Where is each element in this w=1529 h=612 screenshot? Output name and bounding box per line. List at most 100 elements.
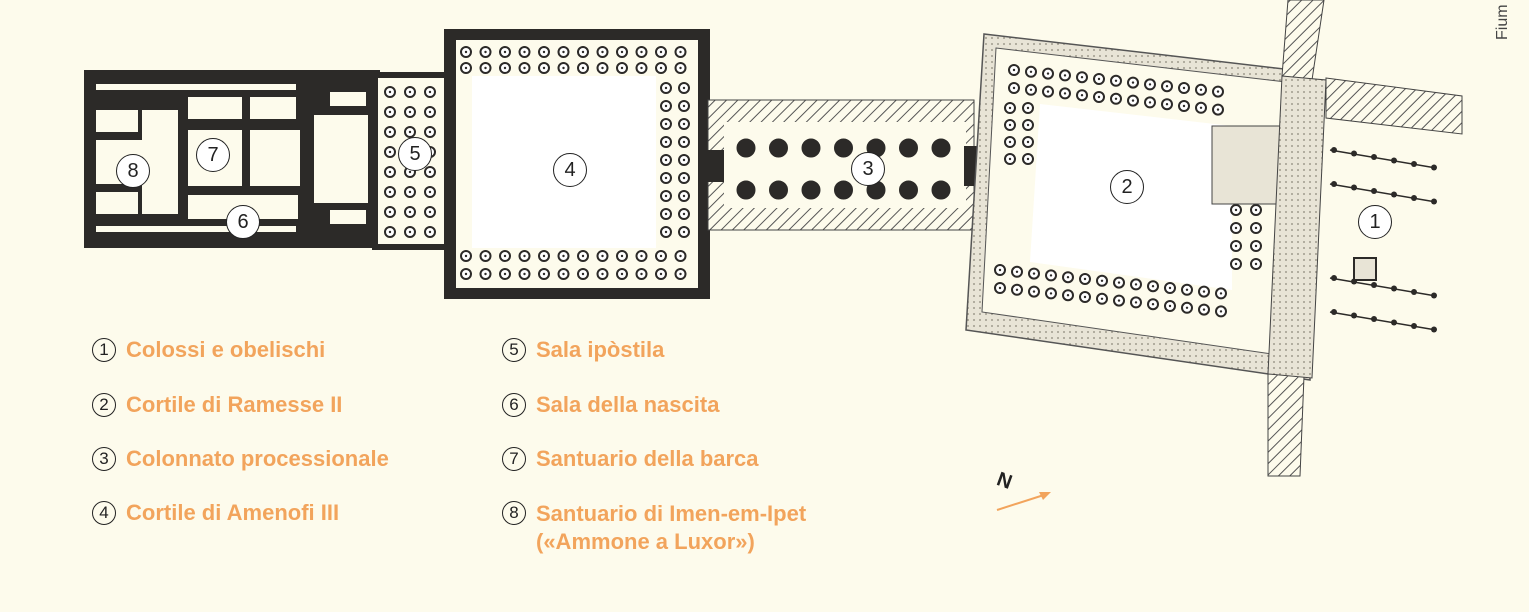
processional-colonnade xyxy=(698,99,994,231)
column-center xyxy=(1012,86,1016,90)
column-center xyxy=(1254,226,1258,230)
column-center xyxy=(1046,72,1050,75)
obelisk-marker xyxy=(1411,195,1417,201)
column-center xyxy=(1148,83,1152,86)
column-center xyxy=(1234,226,1238,230)
column-center xyxy=(1117,281,1121,284)
obelisk-marker xyxy=(1371,316,1377,322)
column-center xyxy=(581,50,585,54)
column-center xyxy=(523,254,526,258)
column-center xyxy=(620,50,624,54)
column-center xyxy=(601,66,604,70)
column-center xyxy=(664,122,668,126)
column-center xyxy=(408,110,412,114)
obelisk-row xyxy=(1329,183,1437,203)
column-center xyxy=(562,254,565,258)
legend-number: 7 xyxy=(502,447,526,471)
obelisk-row xyxy=(1329,277,1437,297)
column-center xyxy=(1015,270,1019,273)
column-center xyxy=(682,122,686,126)
column-center xyxy=(1008,157,1012,161)
column-center xyxy=(1131,99,1135,102)
column xyxy=(834,138,853,158)
obelisk-marker xyxy=(1391,319,1397,326)
column-center xyxy=(1185,306,1189,309)
legend-item-1: 1 Colossi e obelischi xyxy=(92,337,325,363)
column-center xyxy=(503,254,507,258)
column-center xyxy=(1012,68,1016,72)
column-center xyxy=(1083,277,1087,281)
legend-label: Santuario della barca xyxy=(536,446,759,471)
column-center xyxy=(1063,74,1067,77)
column-center xyxy=(620,272,624,276)
column-center xyxy=(1008,140,1012,144)
column-center xyxy=(1202,308,1206,311)
legend-label-secondary: («Ammone a Luxor») xyxy=(536,529,755,554)
obelisk-marker xyxy=(1331,147,1337,153)
column xyxy=(931,138,951,158)
column-center xyxy=(1083,295,1087,299)
plan-marker-5: 5 xyxy=(398,137,432,171)
legend-item-2: 2 Cortile di Ramesse II xyxy=(92,392,342,418)
column-center xyxy=(1026,157,1030,161)
column-center xyxy=(562,50,565,54)
obelisk-row xyxy=(1329,149,1437,169)
legend-number: 2 xyxy=(92,393,116,417)
column-center xyxy=(1080,94,1084,97)
column-center xyxy=(428,170,432,174)
colossi-obelisks xyxy=(1329,147,1437,333)
column-center xyxy=(640,272,643,276)
obelisk-marker xyxy=(1431,326,1437,333)
column-center xyxy=(1032,272,1036,275)
column-center xyxy=(1114,79,1118,83)
column-center xyxy=(523,272,526,276)
obelisk-row xyxy=(1329,311,1437,331)
obelisk-marker xyxy=(1431,164,1437,171)
column-center xyxy=(428,110,432,114)
column-center xyxy=(562,66,565,70)
column-center xyxy=(1026,123,1030,127)
column-center xyxy=(408,170,412,174)
legend-item-8: 8 Santuario di Imen-em-Ipet («Ammone a L… xyxy=(502,500,806,556)
legend-number: 4 xyxy=(92,501,116,525)
colossus-base xyxy=(1353,257,1377,281)
column-center xyxy=(484,50,487,54)
column xyxy=(801,180,821,200)
legend-label: Sala della nascita xyxy=(536,392,720,417)
column-center xyxy=(679,66,682,70)
column-center xyxy=(682,176,686,180)
column-center xyxy=(664,230,668,234)
column-center xyxy=(542,50,546,54)
column-center xyxy=(640,50,643,54)
column-center xyxy=(1100,279,1104,282)
column-center xyxy=(388,170,392,174)
column-center xyxy=(562,272,565,276)
legend-label: Santuario di Imen-em-Ipet xyxy=(536,501,807,526)
column-center xyxy=(388,110,392,114)
column-center xyxy=(388,90,392,94)
column-center xyxy=(1097,77,1101,81)
column-center xyxy=(1216,108,1220,111)
column-center xyxy=(1134,301,1138,304)
column-center xyxy=(1219,292,1223,295)
legend-label: Colonnato processionale xyxy=(126,446,389,471)
obelisk-marker xyxy=(1431,292,1437,299)
column-center xyxy=(1168,304,1172,308)
column-center xyxy=(408,130,412,134)
column-center xyxy=(523,50,526,54)
column-center xyxy=(542,272,546,276)
column-center xyxy=(503,272,507,276)
column-center xyxy=(1029,70,1033,74)
column xyxy=(834,180,853,200)
column-center xyxy=(679,272,682,276)
legend-number: 8 xyxy=(502,501,526,525)
column-center xyxy=(1049,292,1053,295)
column-center xyxy=(1234,262,1238,266)
obelisk-marker xyxy=(1351,312,1357,319)
column-center xyxy=(1026,106,1030,110)
court-ramesses xyxy=(965,33,1311,381)
column-center xyxy=(664,140,668,144)
column-center xyxy=(998,268,1002,272)
legend-item-3: 3 Colonnato processionale xyxy=(92,446,389,472)
